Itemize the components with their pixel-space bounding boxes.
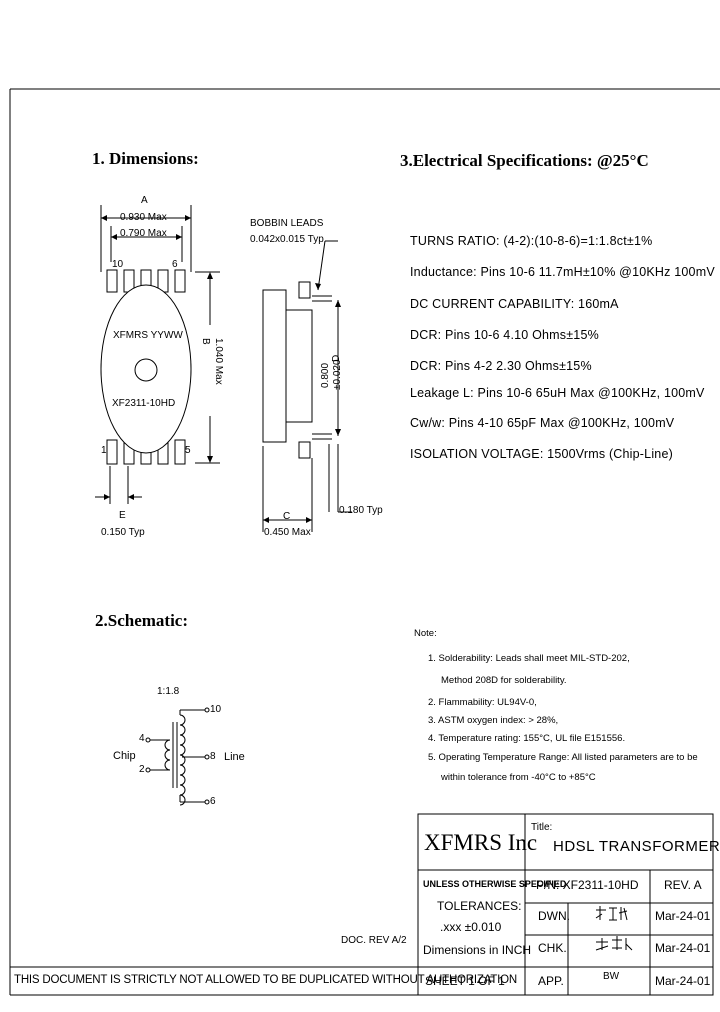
schematic-pin-8: 8 (210, 751, 216, 762)
part-number: P/N: XF2311-10HD (536, 878, 639, 892)
schematic-heading: 2.Schematic: (95, 611, 189, 630)
spec-dcr-10-6: DCR: Pins 10-6 4.10 Ohms±15% (410, 328, 599, 342)
date-drawn: Mar-24-01 (655, 909, 711, 923)
dim-C-label: C (283, 511, 291, 522)
title-label: Title: (531, 822, 553, 833)
sheet-number: SHEET 1 OF 1 (425, 974, 505, 988)
note-4: 4. Temperature rating: 155°C, UL file E1… (428, 733, 626, 744)
dim-E-value: 0.150 Typ (101, 527, 145, 538)
spec-dc-current: DC CURRENT CAPABILITY: 160mA (410, 297, 619, 311)
spec-turns-ratio: TURNS RATIO: (4-2):(10-8-6)=1:1.8ct±1% (410, 234, 653, 248)
spec-cww: Cw/w: Pins 4-10 65pF Max @100KHz, 100mV (410, 416, 675, 430)
unless-otherwise-specified: UNLESS OTHERWISE SPECIFIED (423, 879, 567, 889)
bobbin-leads-label: BOBBIN LEADS (250, 218, 324, 229)
part-marking-brand: XFMRS YYWW (113, 330, 183, 341)
doc-revision: DOC. REV A/2 (341, 935, 407, 946)
company-name: XFMRS Inc (424, 830, 538, 855)
pin-6-label: 6 (172, 259, 178, 270)
schematic-ratio: 1:1.8 (157, 686, 180, 697)
spec-isolation: ISOLATION VOLTAGE: 1500Vrms (Chip-Line) (410, 447, 673, 461)
dim-D-value: 0.800 (320, 362, 331, 388)
dim-E-label: E (119, 510, 126, 521)
schematic-pin-6: 6 (210, 796, 216, 807)
lead-length-label: 0.180 Typ (339, 505, 383, 516)
pin-10-label: 10 (112, 259, 124, 270)
revision: REV. A (664, 878, 702, 892)
note-5: 5. Operating Temperature Range: All list… (428, 752, 698, 763)
date-checked: Mar-24-01 (655, 941, 711, 955)
schematic-pin-10: 10 (210, 704, 222, 715)
spec-inductance: Inductance: Pins 10-6 11.7mH±10% @10KHz … (410, 265, 715, 279)
dim-A-max: 0.930 Max (120, 212, 167, 223)
tolerances-label: TOLERANCES: (437, 899, 522, 913)
electrical-heading: 3.Electrical Specifications: @25°C (400, 151, 649, 170)
dim-B-value: 1.040 Max (213, 338, 224, 385)
checked-label: CHK. (538, 941, 567, 955)
note-1-cont: Method 208D for solderability. (441, 675, 567, 686)
dim-A-label: A (141, 195, 148, 206)
pin-1-label: 1 (101, 445, 107, 456)
drawn-label: DWN. (538, 909, 570, 923)
duplication-notice: THIS DOCUMENT IS STRICTLY NOT ALLOWED TO… (14, 974, 518, 986)
drawing-title: HDSL TRANSFORMER (553, 838, 720, 855)
part-marking-number: XF2311-10HD (112, 398, 176, 409)
note-5-cont: within tolerance from -40°C to +85°C (441, 772, 596, 783)
tolerance-value: .xxx ±0.010 (440, 920, 502, 934)
dimensions-heading: 1. Dimensions: (92, 149, 199, 168)
note-1: 1. Solderability: Leads shall meet MIL-S… (428, 653, 630, 664)
note-2: 2. Flammability: UL94V-0, (428, 697, 537, 708)
pin-5-label: 5 (185, 445, 191, 456)
schematic-pin-2: 2 (139, 764, 145, 775)
notes-heading: Note: (414, 628, 437, 639)
schematic-chip-label: Chip (113, 750, 136, 762)
note-3: 3. ASTM oxygen index: > 28%, (428, 715, 559, 726)
spec-leakage: Leakage L: Pins 10-6 65uH Max @100KHz, 1… (410, 386, 705, 400)
dim-D-tolerance: ±0.020 (332, 359, 343, 390)
dim-A-min: 0.790 Max (120, 228, 167, 239)
dimensions-unit: Dimensions in INCH (423, 943, 532, 957)
approved-label: APP. (538, 974, 564, 988)
date-approved: Mar-24-01 (655, 974, 711, 988)
dim-C-value: 0.450 Max (264, 527, 311, 538)
lead-size-label: 0.042x0.015 Typ (250, 234, 324, 245)
schematic-pin-4: 4 (139, 733, 145, 744)
approved-signature: BW (603, 971, 620, 982)
dim-B-label: B (200, 338, 211, 345)
spec-dcr-4-2: DCR: Pins 4-2 2.30 Ohms±15% (410, 359, 592, 373)
schematic-line-label: Line (224, 751, 245, 763)
